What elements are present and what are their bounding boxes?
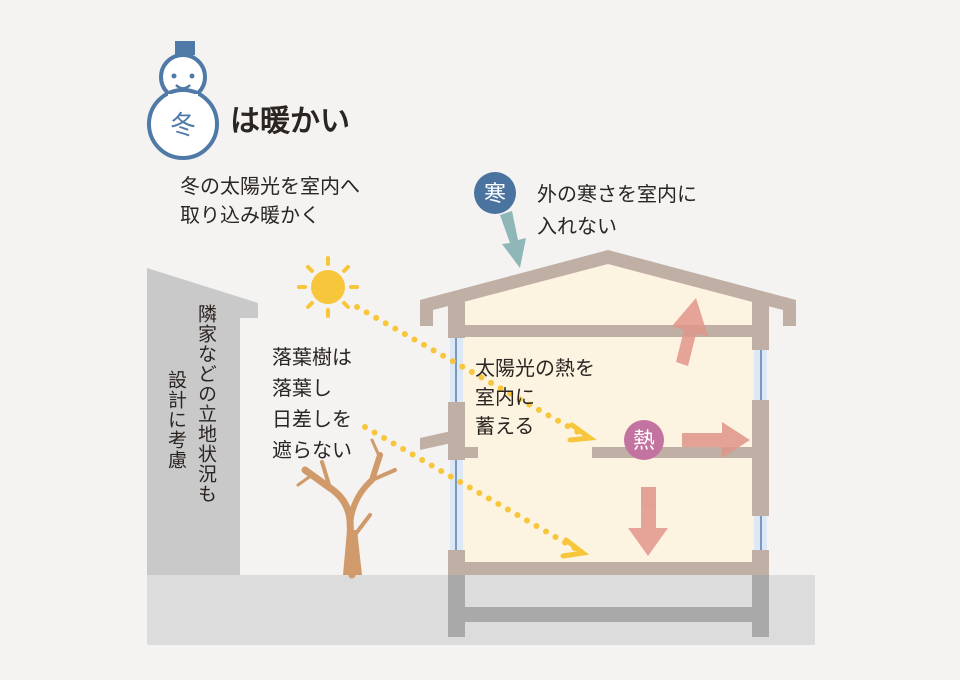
neighbor-note-col1: 隣家などの立地状況も xyxy=(195,304,217,504)
heat-badge xyxy=(624,420,664,460)
heat-note-line: 室内に xyxy=(475,385,535,409)
title-badge: 冬 xyxy=(170,111,196,141)
sunlight-rays xyxy=(354,304,597,559)
heat-note-line: 太陽光の熱を xyxy=(475,356,595,380)
heat-badge-label: 熱 xyxy=(633,429,655,454)
cold-badge xyxy=(474,172,516,214)
heat-note-line: 蓄える xyxy=(475,414,534,438)
foundation xyxy=(448,575,769,637)
tree-note-line: 遮らない xyxy=(272,438,352,462)
cold-arrow xyxy=(500,211,526,268)
neighbor-building xyxy=(147,268,258,575)
intro-line2: 取り込み暖かく xyxy=(180,203,320,227)
heat-arrows xyxy=(628,298,750,556)
heat-arrow-right xyxy=(682,422,750,458)
tree-note-line: 落葉し xyxy=(272,376,332,400)
page-title: は暖かい xyxy=(230,104,350,139)
cold-line2: 入れない xyxy=(537,214,617,238)
cold-line1: 外の寒さを室内に xyxy=(537,182,697,206)
heat-arrow-up xyxy=(672,298,708,366)
sun-icon xyxy=(297,256,359,318)
tree-note-line: 落葉樹は xyxy=(272,345,352,369)
tree-note-line: 日差しを xyxy=(272,407,352,431)
cold-badge-label: 寒 xyxy=(484,182,506,207)
intro-line1: 冬の太陽光を室内へ xyxy=(180,174,360,198)
neighbor-note-col2: 設計に考慮 xyxy=(165,370,187,470)
snowman-icon xyxy=(147,41,219,160)
heat-arrow-down xyxy=(628,487,668,556)
